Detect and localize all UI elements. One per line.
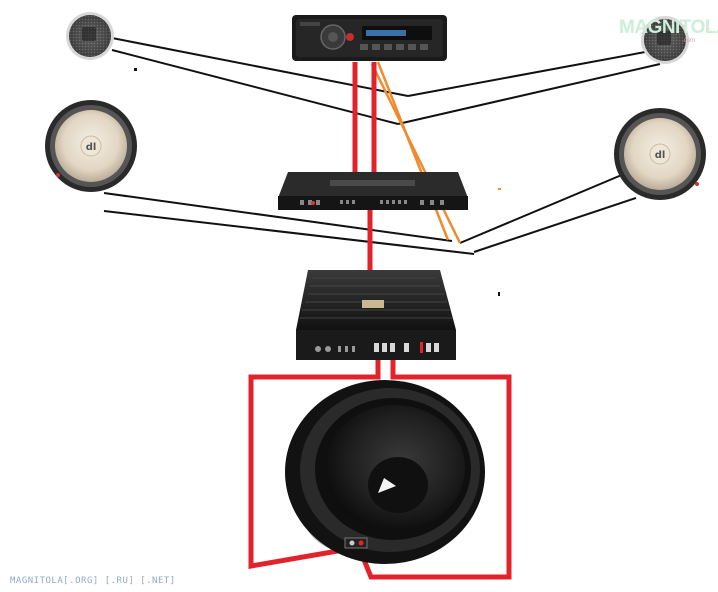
watermark-brand: MAGNITOLA: [619, 17, 718, 38]
right-midwoofer: dl: [614, 108, 706, 200]
speaker-wires: [103, 37, 661, 255]
stray-mark: [134, 68, 137, 71]
speaker-wire: [473, 197, 637, 253]
signal-wires: [370, 61, 462, 244]
head-unit: [292, 15, 447, 61]
left-midwoofer: dl: [45, 100, 137, 192]
stray-mark: [498, 292, 500, 296]
subwoofer-wire-left: [248, 352, 381, 569]
right-tweeter: [641, 16, 689, 64]
mono-amplifier: [296, 270, 456, 360]
stray-mark: [498, 188, 501, 190]
speaker-wire: [103, 210, 475, 255]
svg-text:dl: dl: [86, 142, 97, 153]
subwoofer: [285, 380, 485, 564]
watermark-suffix: .com: [682, 38, 696, 44]
footer-domains: MAGNITOLA[.ORG] [.RU] [.NET]: [10, 576, 176, 586]
brand-logo-icon: [378, 478, 396, 493]
speaker-wire: [103, 192, 453, 242]
subwoofer-wire-right: [357, 352, 512, 580]
speaker-wire: [111, 37, 409, 97]
4-channel-amplifier: [278, 172, 468, 210]
speaker-wire: [111, 49, 399, 125]
speaker-wire: [397, 63, 661, 125]
svg-text:dl: dl: [655, 150, 666, 161]
power-wires: [248, 62, 512, 580]
speaker-wire: [407, 49, 657, 97]
left-tweeter: [66, 12, 114, 60]
speaker-wire: [459, 173, 625, 244]
rca-cable: [376, 61, 450, 241]
rca-cable: [370, 63, 462, 244]
